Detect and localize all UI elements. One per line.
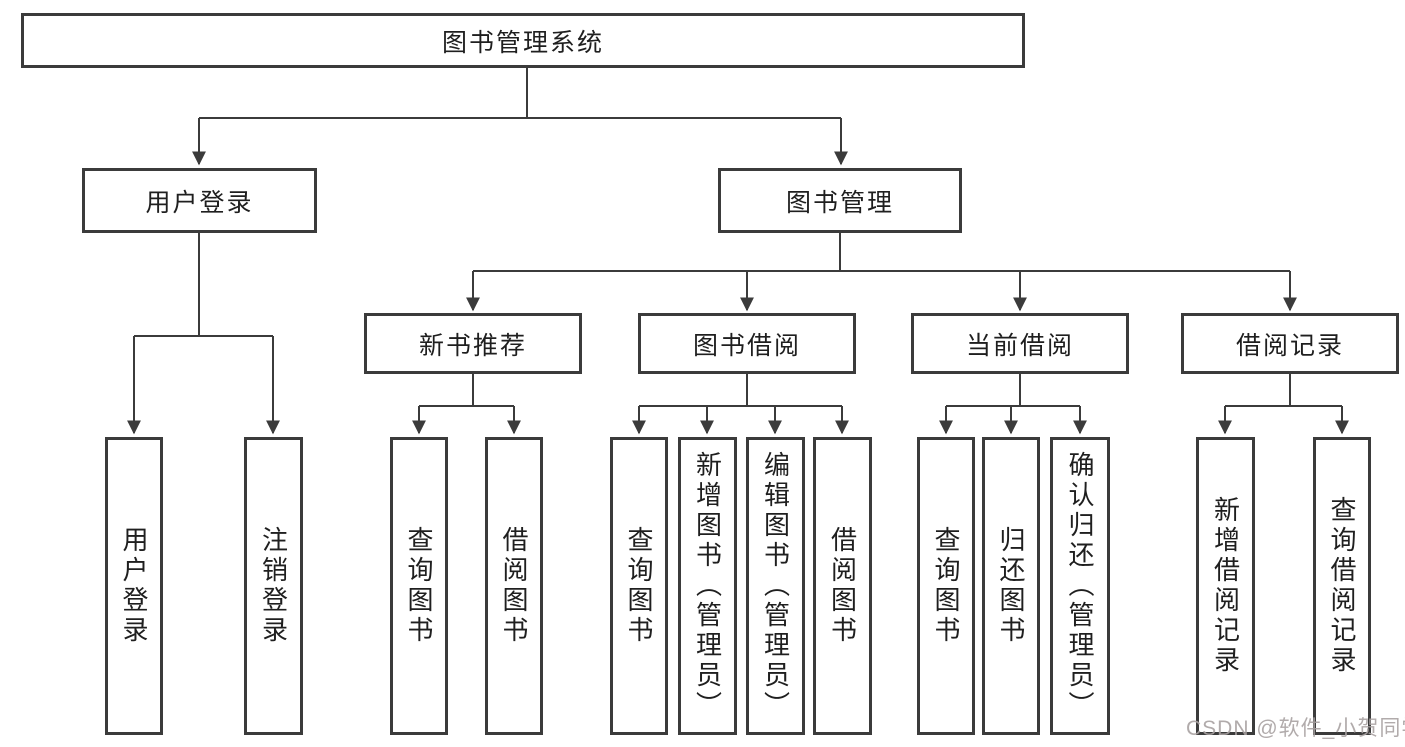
node-book-borrow: 图书借阅 <box>638 313 856 374</box>
leaf-add-borrow-record-label: 新增借阅记录 <box>1210 496 1241 676</box>
leaf-query-books-recommend-label: 查询图书 <box>404 526 434 646</box>
leaf-query-borrow-record: 查询借阅记录 <box>1313 437 1371 735</box>
leaf-return-book-label: 归还图书 <box>996 526 1026 646</box>
leaf-add-borrow-record: 新增借阅记录 <box>1196 437 1255 735</box>
leaf-borrow-books-recommend: 借阅图书 <box>485 437 543 735</box>
leaf-edit-book-admin-label: 编辑图书（管理员） <box>760 451 791 721</box>
leaf-user-login: 用户登录 <box>105 437 163 735</box>
leaf-logout: 注销登录 <box>244 437 303 735</box>
leaf-confirm-return-admin: 确认归还（管理员） <box>1050 437 1110 735</box>
leaf-add-book-admin-label: 新增图书（管理员） <box>692 451 723 721</box>
node-new-book-recommend: 新书推荐 <box>364 313 582 374</box>
leaf-query-borrow-record-label: 查询借阅记录 <box>1327 496 1357 676</box>
node-borrow-records: 借阅记录 <box>1181 313 1399 374</box>
node-current-borrow: 当前借阅 <box>911 313 1129 374</box>
leaf-query-books-current: 查询图书 <box>917 437 975 735</box>
leaf-logout-label: 注销登录 <box>258 526 289 646</box>
leaf-user-login-label: 用户登录 <box>119 526 149 646</box>
leaf-borrow-books: 借阅图书 <box>813 437 872 735</box>
node-root: 图书管理系统 <box>21 13 1025 68</box>
node-book-management: 图书管理 <box>718 168 962 233</box>
leaf-borrow-books-recommend-label: 借阅图书 <box>499 526 529 646</box>
leaf-add-book-admin: 新增图书（管理员） <box>678 437 737 735</box>
node-user-login: 用户登录 <box>82 168 317 233</box>
leaf-edit-book-admin: 编辑图书（管理员） <box>746 437 805 735</box>
watermark: CSDN @软件_小贺同学 <box>1186 717 1405 740</box>
leaf-borrow-books-label: 借阅图书 <box>827 526 858 646</box>
leaf-query-books-current-label: 查询图书 <box>931 526 961 646</box>
leaf-return-book: 归还图书 <box>982 437 1040 735</box>
leaf-query-books-recommend: 查询图书 <box>390 437 448 735</box>
leaf-query-books-borrow-label: 查询图书 <box>624 526 654 646</box>
leaf-query-books-borrow: 查询图书 <box>610 437 668 735</box>
leaf-confirm-return-admin-label: 确认归还（管理员） <box>1065 451 1095 721</box>
